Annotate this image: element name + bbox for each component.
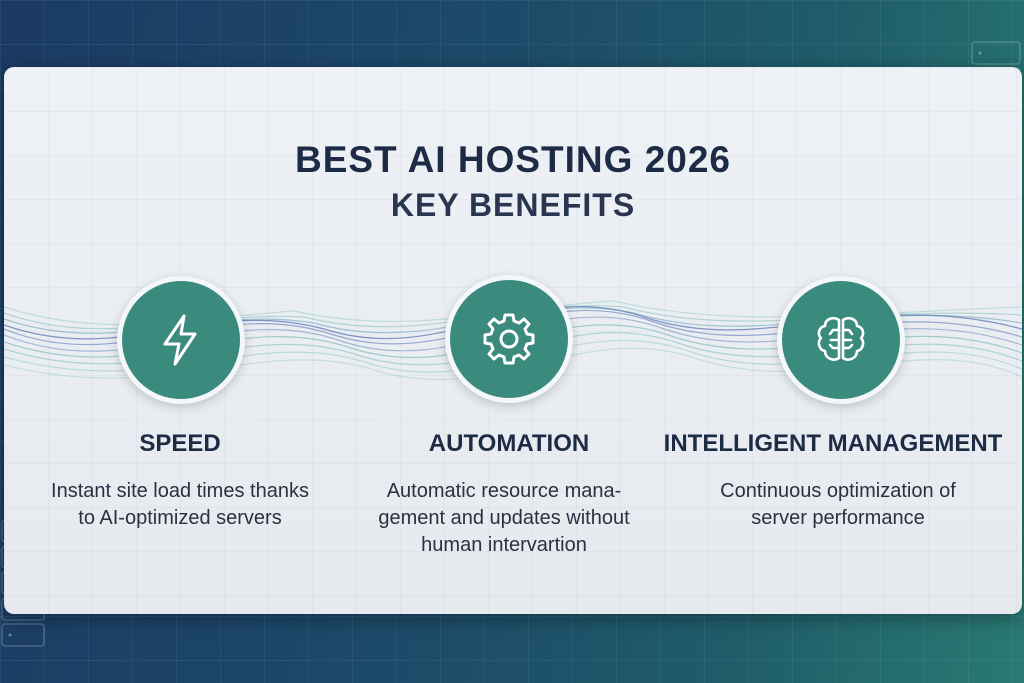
benefit-title-speed: SPEED [139,430,221,457]
brain-icon [817,316,865,361]
benefit-desc-automation: Automatic resource mana-gement and updat… [378,480,630,556]
gear-icon [483,313,535,365]
lightning-icon [163,314,197,366]
automation-icon-circle [445,275,573,403]
benefit-title-intelligent-management: INTELLIGENT MANAGEMENT [663,430,1003,457]
benefits-card: BEST AI HOSTING 2026 KEY BENEFITS SPEED … [4,67,1022,614]
management-icon-circle [777,276,905,404]
speed-icon-circle [117,276,245,404]
benefit-title-automation: AUTOMATION [428,430,590,457]
page-title: BEST AI HOSTING 2026 [294,139,731,180]
benefit-desc-speed: Instant site load times thanks to AI-opt… [51,480,309,529]
benefit-desc-intelligent-management: Continuous optimization of server perfor… [720,480,956,529]
page-subtitle: KEY BENEFITS [390,187,636,223]
